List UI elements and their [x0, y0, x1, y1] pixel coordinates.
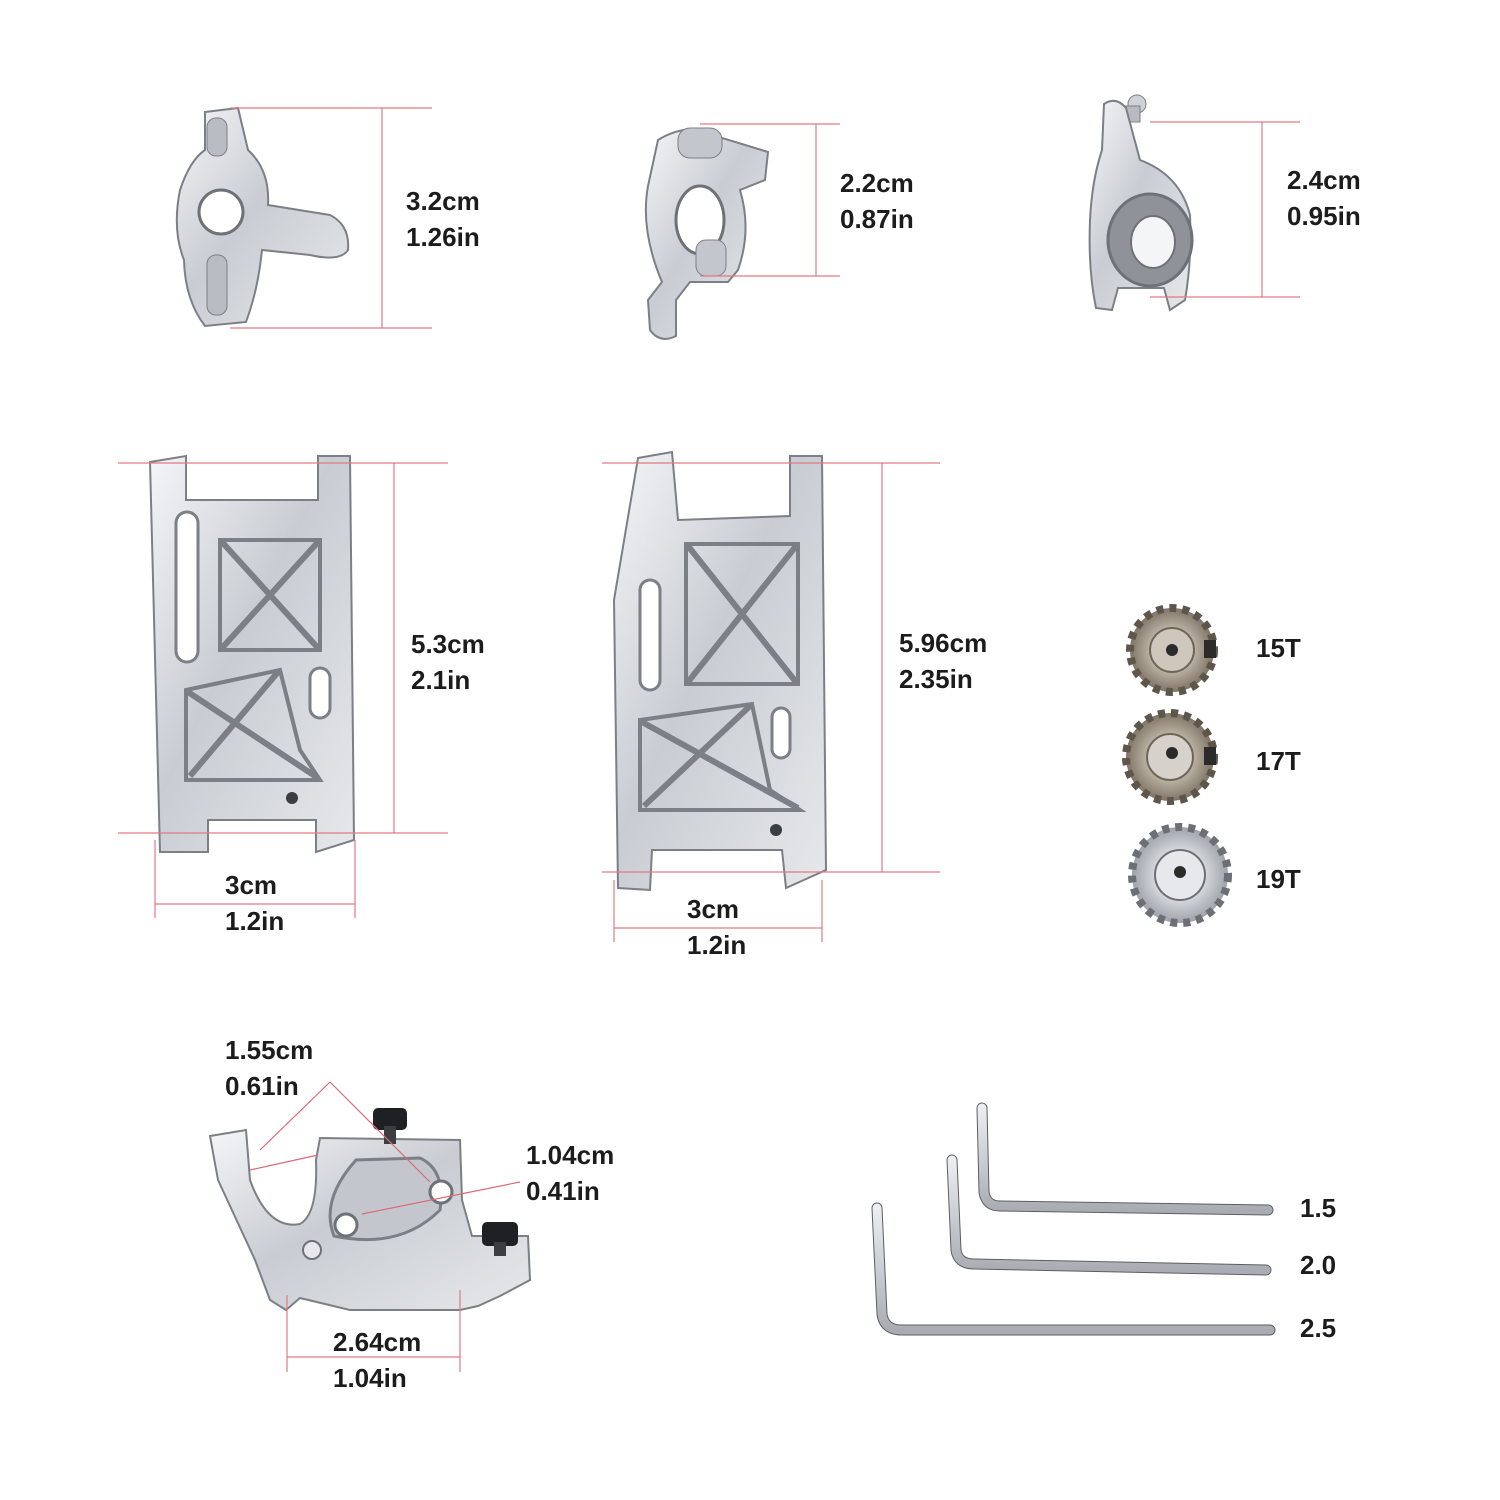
gear-15t-label: 15T [1256, 633, 1301, 663]
c-hub-carrier-dimension [700, 123, 840, 277]
arm-right-height-in: 2.35in [899, 664, 973, 694]
rear-hub-carrier-dimension [1150, 121, 1300, 298]
mount-hole-cm: 1.04cm [526, 1140, 615, 1170]
c-hub-label: 2.2cm 0.87in [840, 165, 914, 237]
gear-19t-label: 19T [1256, 864, 1301, 894]
motor-mount-dimension [249, 1081, 521, 1372]
hex-key-1-5-label: 1.5 [1300, 1193, 1337, 1223]
c-hub-carrier-icon [644, 127, 770, 340]
hex-key-2-0-label: 2.0 [1300, 1250, 1337, 1280]
steering-knuckle-in: 1.26in [406, 222, 480, 252]
mount-base-in: 1.04in [333, 1363, 407, 1393]
arm-right-height-label: 5.96cm 2.35in [899, 625, 987, 697]
steering-knuckle-cm: 3.2cm [406, 186, 480, 216]
gear-17t-label: 17T [1256, 746, 1301, 776]
rear-hub-carrier-icon [1088, 94, 1194, 312]
mount-hole-label: 1.04cm 0.41in [526, 1137, 614, 1209]
arm-left-width-cm: 3cm [225, 870, 278, 900]
mount-slot-cm: 1.55cm [225, 1035, 314, 1065]
suspension-arm-right-dimension [602, 462, 940, 942]
arm-right-width-cm: 3cm [687, 894, 740, 924]
arm-right-width-label: 3cm 1.2in [687, 891, 746, 963]
suspension-arm-left-icon [148, 454, 356, 854]
c-hub-in: 0.87in [840, 204, 914, 234]
suspension-arm-left-dimension [118, 462, 448, 918]
mount-base-label: 2.64cm 1.04in [333, 1324, 421, 1396]
steering-knuckle-label: 3.2cm 1.26in [406, 183, 480, 255]
pinion-gear-15t-icon [1126, 604, 1218, 696]
rear-hub-in: 0.95in [1287, 201, 1361, 231]
arm-left-height-cm: 5.3cm [411, 629, 485, 659]
steering-knuckle-dimension [230, 107, 432, 329]
motor-mount-icon [208, 1108, 532, 1312]
hex-key-2-5-label: 2.5 [1300, 1313, 1337, 1343]
arm-left-height-label: 5.3cm 2.1in [411, 626, 485, 698]
mount-slot-in: 0.61in [225, 1071, 299, 1101]
suspension-arm-right-icon [612, 450, 828, 892]
steering-knuckle-icon [175, 106, 350, 328]
hex-key-2-0-icon [946, 1154, 1272, 1276]
pinion-gear-17t-icon [1122, 709, 1218, 805]
arm-right-width-in: 1.2in [687, 930, 747, 960]
rear-hub-label: 2.4cm 0.95in [1287, 162, 1361, 234]
hex-key-1-5-icon [976, 1102, 1274, 1216]
mount-hole-in: 0.41in [526, 1176, 600, 1206]
arm-left-height-in: 2.1in [411, 665, 471, 695]
hex-key-2-5-icon [871, 1202, 1276, 1336]
mount-slot-label: 1.55cm 0.61in [225, 1032, 313, 1104]
arm-left-width-label: 3cm 1.2in [225, 867, 284, 939]
rear-hub-cm: 2.4cm [1287, 165, 1361, 195]
mount-base-cm: 2.64cm [333, 1327, 422, 1357]
pinion-gear-19t-icon [1128, 823, 1232, 927]
arm-right-height-cm: 5.96cm [899, 628, 988, 658]
arm-left-width-in: 1.2in [225, 906, 285, 936]
c-hub-cm: 2.2cm [840, 168, 914, 198]
